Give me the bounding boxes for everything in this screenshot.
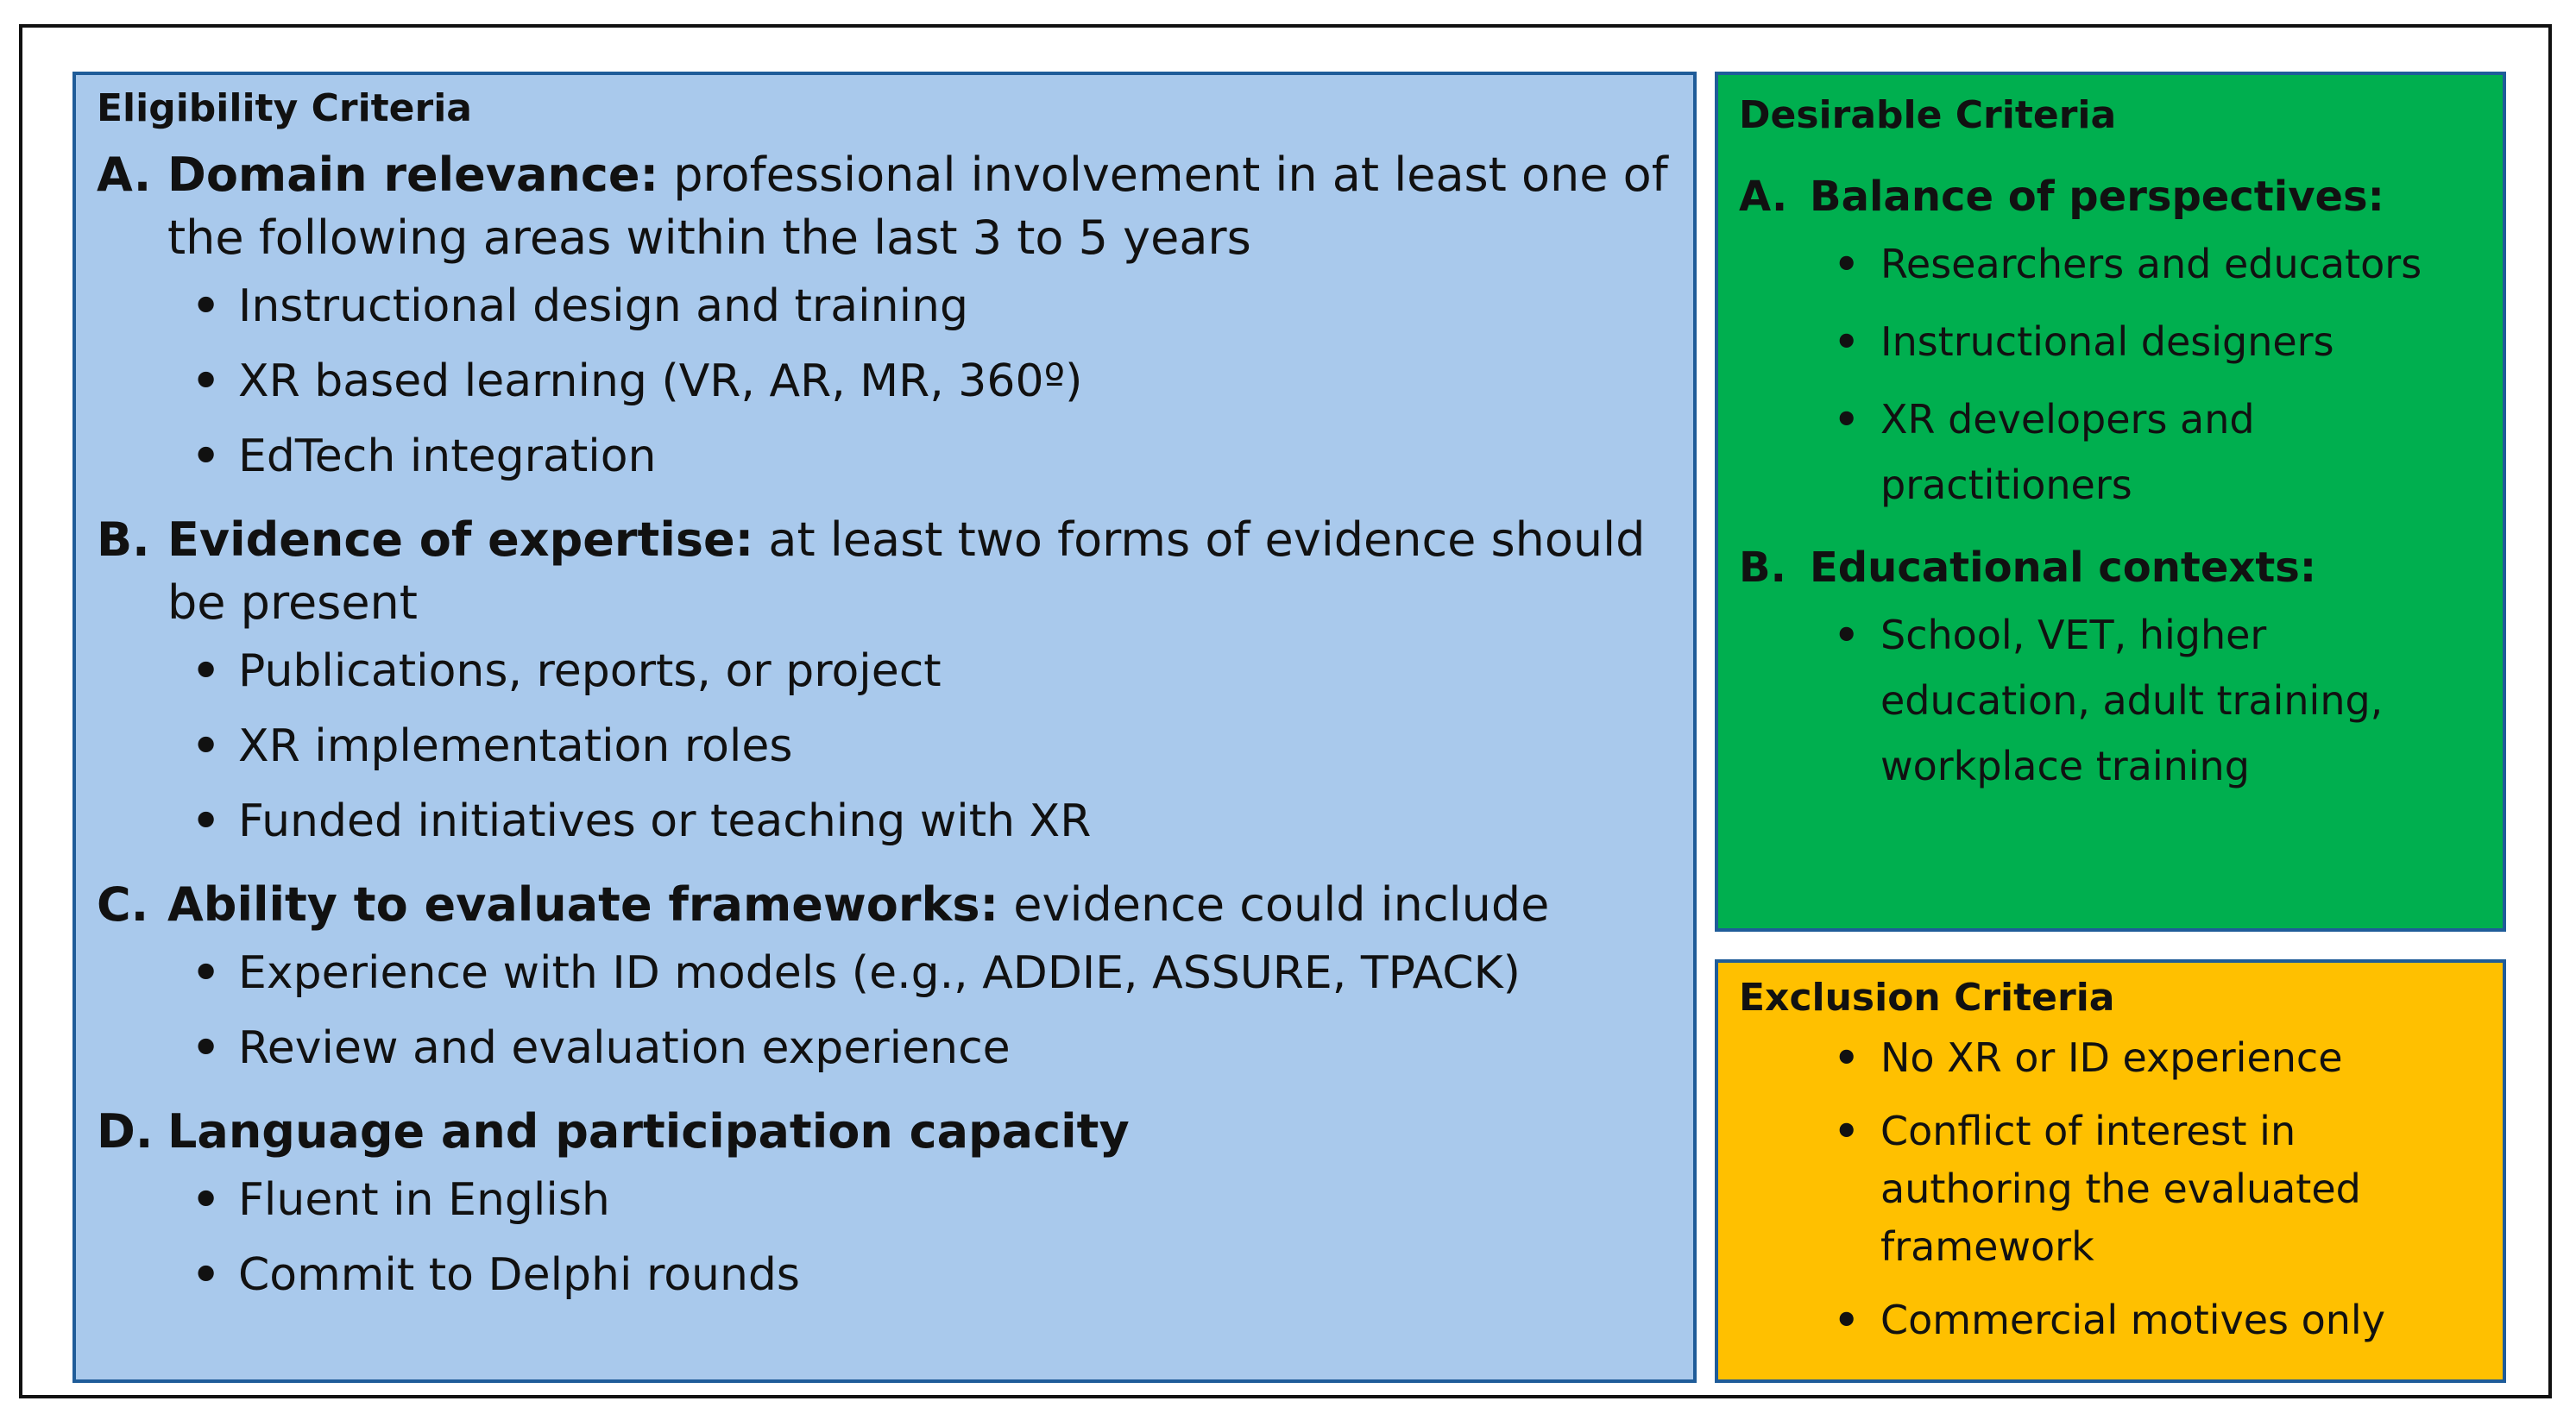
desirable-section-b: B. Educational contexts: School, VET, hi… [1739, 533, 2482, 799]
list-item: Experience with ID models (e.g., ADDIE, … [97, 936, 1672, 1011]
section-letter: A. [1739, 173, 1788, 222]
section-description: professional involvement in at least one… [167, 148, 1668, 266]
list-item: XR developers and practitioners [1739, 386, 2482, 518]
section-description: at least two forms of evidence should be… [167, 512, 1646, 631]
list-item: Fluent in English [97, 1163, 1672, 1238]
bullet-list: Publications, reports, or project XR imp… [97, 634, 1672, 859]
section-heading: Ability to evaluate frameworks: [167, 877, 999, 933]
list-item: XR implementation roles [97, 709, 1672, 784]
eligibility-section-b: B. Evidence of expertise: at least two f… [97, 508, 1672, 859]
list-item: No XR or ID experience [1739, 1029, 2482, 1087]
list-item: Instructional designers [1739, 309, 2482, 374]
section-heading: Language and participation capacity [167, 1104, 1130, 1159]
section-heading: Balance of perspectives: [1810, 173, 2384, 222]
list-item: Commercial motives only [1739, 1291, 2482, 1349]
desirable-section-a: A. Balance of perspectives: Researchers … [1739, 162, 2482, 518]
bullet-list: Instructional design and training XR bas… [97, 269, 1672, 494]
eligibility-criteria-panel: Eligibility Criteria A. Domain relevance… [72, 72, 1697, 1383]
section-letter: B. [97, 512, 150, 568]
bullet-list: Experience with ID models (e.g., ADDIE, … [97, 936, 1672, 1086]
list-item: Funded initiatives or teaching with XR [97, 784, 1672, 859]
section-letter: A. [97, 148, 152, 203]
section-heading: Evidence of expertise: [167, 512, 754, 568]
list-item: XR based learning (VR, AR, MR, 360º) [97, 344, 1672, 419]
desirable-title: Desirable Criteria [1739, 93, 2117, 137]
bullet-list: Fluent in English Commit to Delphi round… [97, 1163, 1672, 1313]
bullet-list: Researchers and educators Instructional … [1739, 231, 2482, 518]
exclusion-title: Exclusion Criteria [1739, 976, 2115, 1020]
bullet-list: School, VET, higher education, adult tra… [1739, 602, 2482, 799]
list-item: School, VET, higher education, adult tra… [1739, 602, 2482, 799]
eligibility-title: Eligibility Criteria [97, 86, 472, 130]
section-letter: B. [1739, 543, 1786, 593]
eligibility-section-a: A. Domain relevance: professional involv… [97, 143, 1672, 494]
list-item: Publications, reports, or project [97, 634, 1672, 709]
list-item: EdTech integration [97, 419, 1672, 494]
section-letter: D. [97, 1104, 154, 1159]
list-item: Researchers and educators [1739, 231, 2482, 297]
section-letter: C. [97, 877, 149, 933]
section-heading: Educational contexts: [1810, 543, 2317, 593]
section-description: evidence could include [998, 877, 1550, 933]
list-item: Conflict of interest in authoring the ev… [1739, 1103, 2482, 1276]
desirable-criteria-panel: Desirable Criteria A. Balance of perspec… [1715, 72, 2506, 932]
outer-frame [19, 24, 2552, 1398]
list-item: Instructional design and training [97, 269, 1672, 344]
exclusion-criteria-panel: Exclusion Criteria No XR or ID experienc… [1715, 959, 2506, 1383]
section-heading: Domain relevance: [167, 148, 659, 203]
list-item: Review and evaluation experience [97, 1011, 1672, 1086]
list-item: Commit to Delphi rounds [97, 1238, 1672, 1313]
bullet-list: No XR or ID experience Conflict of inter… [1739, 1029, 2482, 1349]
eligibility-section-d: D. Language and participation capacity F… [97, 1100, 1672, 1313]
eligibility-section-c: C. Ability to evaluate frameworks: evide… [97, 873, 1672, 1086]
